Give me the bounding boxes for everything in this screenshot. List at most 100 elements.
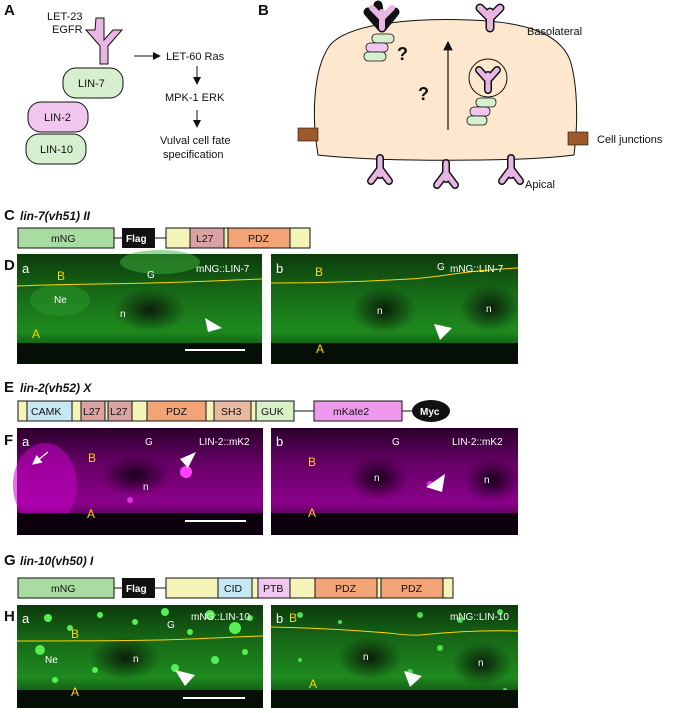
domain-sh3 [213, 400, 252, 422]
receptor-apical-1-icon [368, 155, 392, 184]
f-b-arrowhead-icon [426, 474, 445, 492]
h-label-a: mNG::LIN-10 [191, 612, 250, 623]
complex-mid-lin7 [475, 97, 497, 108]
receptor-apical-3-icon [499, 155, 523, 184]
h-a-gonad: G [167, 620, 175, 631]
d-a-basal: B [57, 269, 65, 283]
domain-cid [217, 577, 253, 599]
complex-top-lin7 [371, 33, 395, 44]
lin2-protein [27, 101, 89, 133]
lin2-label: LIN-2 [44, 112, 71, 124]
domain-pdz-e-label: PDZ [166, 406, 188, 418]
question-mark-top: ? [397, 44, 408, 64]
panel-label-f: F [4, 432, 13, 449]
d-b-arrowhead-icon [434, 324, 452, 340]
panel-label-a: A [4, 2, 15, 19]
h-b-arrowhead-icon [404, 671, 422, 687]
domain-pdz [227, 227, 291, 249]
micrograph-f-b [271, 428, 520, 535]
f-b-nucleus-1: n [374, 473, 380, 484]
domain-ptb-label: PTB [263, 583, 283, 595]
domain-mkate2-label: mKate2 [333, 406, 369, 418]
domain-guk-label: GUK [261, 406, 284, 418]
domain-pdz-g-1 [314, 577, 378, 599]
egfr-label: EGFR [52, 24, 83, 36]
domain-flag-g [122, 578, 155, 598]
d-b-basal: B [315, 265, 323, 279]
h-b-nucleus-2: n [478, 658, 484, 669]
domain-l27 [189, 227, 225, 249]
panel-label-b: B [258, 2, 269, 19]
vesicle [468, 58, 508, 98]
h-b-basal: B [289, 611, 297, 625]
panel-label-c: C [4, 207, 15, 224]
let23-label: LET-23 [47, 11, 82, 23]
micrograph-d-b [270, 254, 520, 364]
d-b-nucleus-1: n [377, 306, 383, 317]
micrograph-h-b [270, 605, 519, 708]
f-a-arrowhead-icon [180, 452, 196, 468]
domain-l27-1-label: L27 [83, 406, 101, 418]
d-a-neuron: Ne [54, 295, 67, 306]
h-sub-b: b [276, 611, 283, 626]
panel-label-e: E [4, 379, 14, 396]
receptor-fill-top-2 [477, 5, 503, 31]
d-a-gonad: G [147, 270, 155, 281]
junctions-label: Cell junctions [597, 134, 663, 146]
panel-label-d: D [4, 257, 15, 274]
domain-l27-1 [80, 400, 106, 422]
d-b-apical: A [316, 342, 324, 356]
erk-label: MPK-1 ERK [165, 92, 225, 104]
f-a-apical: A [87, 507, 95, 521]
d-sub-a: a [22, 261, 30, 276]
micrograph-h-a [16, 605, 264, 708]
lin2-allele-title: lin-2(vh52) X [20, 381, 92, 395]
lin7-label: LIN-7 [78, 78, 105, 90]
d-label-a: mNG::LIN-7 [196, 264, 250, 275]
f-b-gonad: G [392, 437, 400, 448]
d-a-arrowhead-icon [205, 318, 222, 332]
domain-pdz-label: PDZ [248, 233, 270, 245]
receptor-fill-top-1 [369, 5, 395, 31]
complex-mid-lin10 [466, 115, 488, 126]
domain-pdz-g-2-label: PDZ [401, 583, 423, 595]
h-a-nucleus: n [133, 654, 139, 665]
f-a-basal: B [88, 451, 96, 465]
fate-label-2: specification [163, 149, 224, 161]
apical-label: Apical [525, 179, 555, 191]
basolateral-label: Basolateral [527, 26, 582, 38]
h-label-b: mNG::LIN-10 [450, 612, 509, 623]
f-label-a: LIN-2::mK2 [199, 437, 250, 448]
h-a-neuron: Ne [45, 655, 58, 666]
f-b-apical: A [308, 506, 316, 520]
complex-top-lin10 [363, 51, 387, 62]
ras-label: LET-60 Ras [166, 51, 225, 63]
domain-ptb [257, 577, 291, 599]
f-b-basal: B [308, 455, 316, 469]
domain-camk-label: CAMK [31, 406, 61, 418]
fate-label-1: Vulval cell fate [160, 135, 231, 147]
f-a-arrow-icon [32, 451, 49, 465]
domain-l27-2 [107, 400, 133, 422]
panel-label-g: G [4, 552, 16, 569]
d-b-nucleus-2: n [486, 304, 492, 315]
vesicle-receptor-icon [476, 67, 500, 93]
lin10-allele-title: lin-10(vh50) I [20, 554, 94, 568]
domain-mng-g-label: mNG [51, 583, 76, 595]
domain-myc [412, 400, 450, 422]
complex-top-lin2 [365, 42, 389, 53]
micrograph-f-a [13, 428, 263, 535]
domain-cid-label: CID [224, 583, 243, 595]
domain-flag-label: Flag [126, 234, 147, 245]
domain-l27-label: L27 [196, 233, 214, 245]
lin10-protein [25, 133, 87, 165]
lin10-label: LIN-10 [40, 144, 73, 156]
domain-l27-2-label: L27 [110, 406, 128, 418]
domain-camk [26, 400, 73, 422]
f-a-nucleus: n [143, 482, 149, 493]
cell-junction-right [567, 131, 589, 146]
d-a-nucleus: n [120, 309, 126, 320]
h-sub-a: a [22, 611, 30, 626]
domain-flag-g-label: Flag [126, 584, 147, 595]
